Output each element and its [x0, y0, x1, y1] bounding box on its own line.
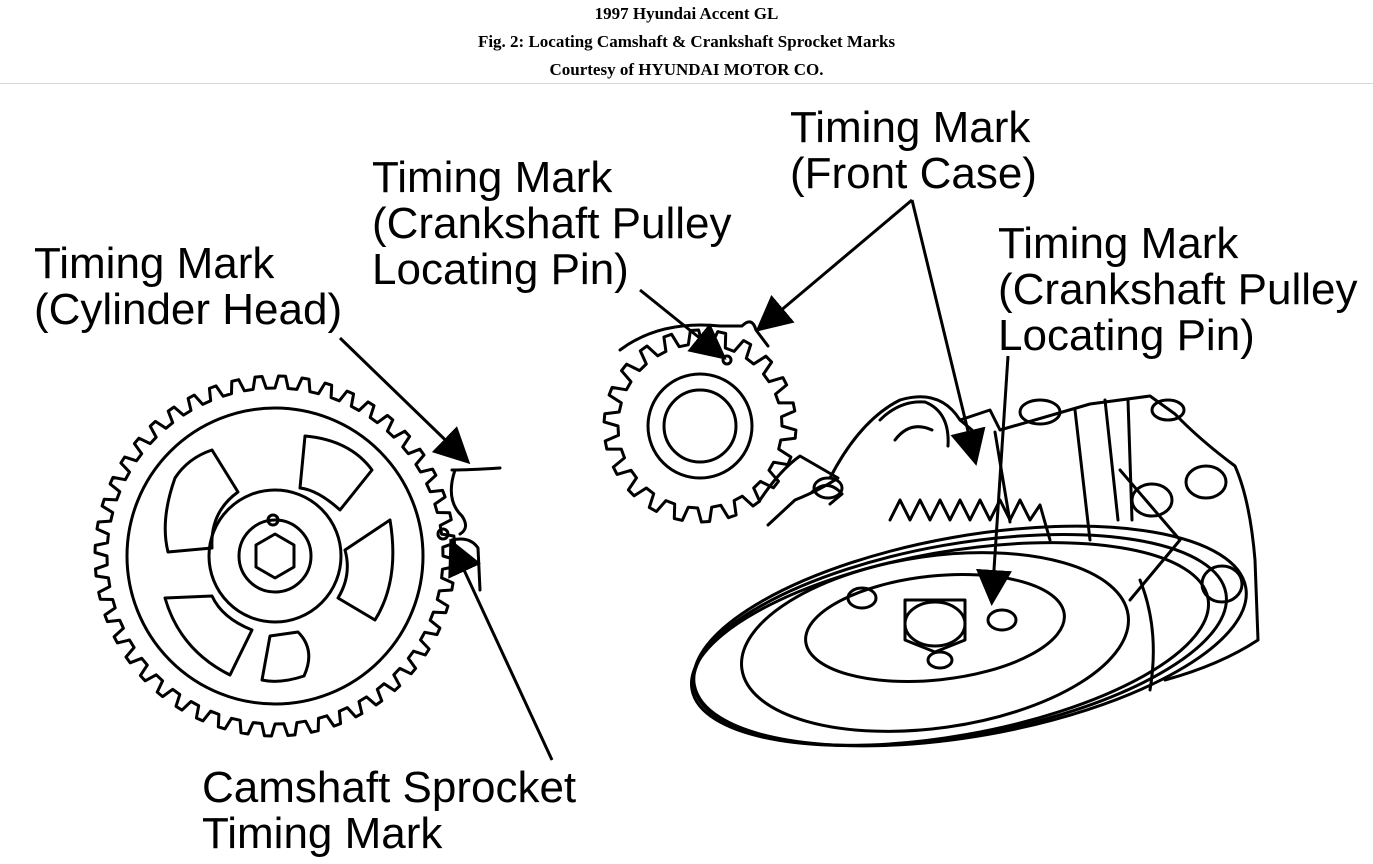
sprocket-window [163, 594, 254, 677]
camshaft-sprocket-rim [125, 406, 425, 706]
camshaft-sprocket-mark [436, 527, 450, 541]
label-pulley-pin-left: Timing Mark (Crankshaft Pulley Locating … [372, 153, 744, 294]
label-front-case: Timing Mark (Front Case) [790, 103, 1043, 198]
crank-sprocket-bore-inner [662, 388, 738, 464]
crankshaft-pulley [689, 524, 1248, 748]
sprocket-window [260, 630, 311, 683]
arrow-cylinder-head [338, 336, 471, 465]
engine-front-case [810, 394, 1260, 682]
crank-sprocket-bore-outer [646, 372, 754, 480]
cylinder-head-mark [449, 466, 502, 592]
arrow-pulley-pin-right [976, 355, 1012, 606]
camshaft-sprocket-teeth [93, 374, 457, 738]
crankshaft-sprocket [602, 320, 840, 527]
crank-sprocket-pin [721, 354, 733, 366]
camshaft-key [266, 513, 280, 527]
timing-diagram: Timing Mark (Cylinder Head) Timing Mark … [34, 103, 1370, 858]
courtesy-line: Courtesy of HYUNDAI MOTOR CO. [549, 60, 824, 79]
figure-caption: Fig. 2: Locating Camshaft & Crankshaft S… [477, 32, 896, 51]
camshaft-boss [237, 518, 313, 594]
sprocket-window [163, 448, 240, 554]
figure-header: 1997 Hyundai Accent GL Fig. 2: Locating … [0, 0, 1373, 84]
arrow-pulley-pin-left [639, 288, 727, 360]
arrow-front-case-1 [755, 198, 913, 332]
arrow-front-case-2 [910, 199, 986, 466]
label-cylinder-head: Timing Mark (Cylinder Head) [34, 239, 342, 334]
label-pulley-pin-right: Timing Mark (Crankshaft Pulley Locating … [998, 219, 1370, 360]
page-title: 1997 Hyundai Accent GL [594, 4, 779, 23]
camshaft-hub [207, 488, 343, 624]
camshaft-sprocket [93, 374, 457, 738]
label-cam-sprocket: Camshaft Sprocket Timing Mark [202, 763, 588, 858]
front-case-lower [758, 454, 840, 527]
arrow-cam-sprocket-mark [448, 538, 554, 761]
sprocket-window [298, 434, 374, 512]
crank-gear-teeth [888, 498, 1052, 542]
camshaft-bolt [254, 532, 296, 580]
sprocket-window [336, 518, 395, 622]
front-case-outline [618, 320, 770, 352]
crankshaft-sprocket-teeth [602, 328, 798, 524]
